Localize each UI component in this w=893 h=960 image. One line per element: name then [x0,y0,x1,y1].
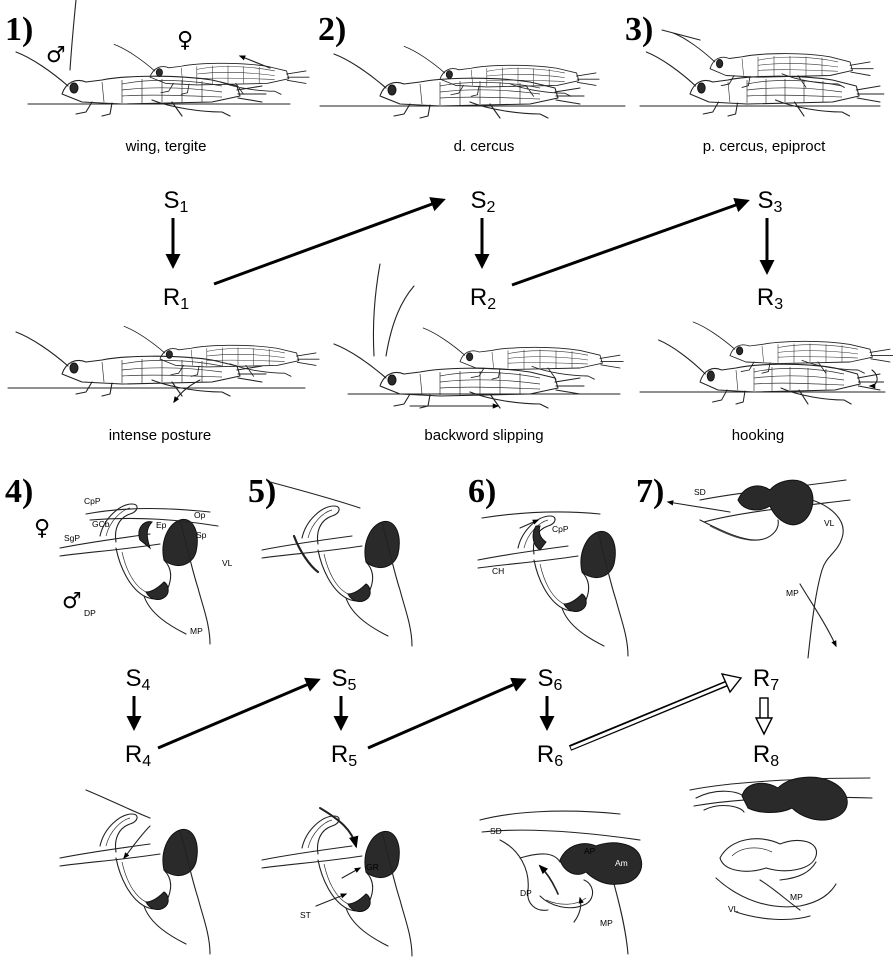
label-VL: VL [222,558,233,568]
node-R1: R1 [163,284,189,313]
node-R8: R8 [753,741,779,770]
label-GR: GR [366,862,379,872]
panel-number-5: 5) [248,473,276,510]
caption-d-cercus: d. cercus [454,138,515,155]
hollow-arrow-R7-R8 [756,698,772,734]
label-MP: MP [600,918,613,928]
label-Sp: Sp [196,530,207,540]
label-VL: VL [728,904,739,914]
label-SD: SD [490,826,502,836]
panel-5: 5) [248,473,412,646]
response-4 [60,790,210,954]
svg-text:R6: R6 [537,741,563,770]
caption-backword-slipping: backword slipping [424,427,543,444]
genitalia-illustration-r6 [480,811,642,954]
node-R4: R4 [125,741,151,770]
node-R6: R6 [537,741,563,770]
node-S2: S2 [471,187,496,216]
female-symbol: ♀ [177,28,193,53]
label-CH: CH [492,566,504,576]
label-SgP: SgP [64,533,80,543]
response-5: GR ST [262,808,412,956]
panel-2: 2) d. cercus [318,11,625,155]
node-S3: S3 [758,187,783,216]
response-1: intense posture [8,326,319,444]
label-MP: MP [190,626,203,636]
label-AP: AP [584,846,596,856]
arrow-R5-S6 [368,680,524,748]
response-3: hooking [640,322,893,444]
arrow-R2-S3 [512,201,747,285]
svg-text:S1: S1 [164,187,189,216]
panel-number-4: 4) [5,473,33,510]
caption-p-cercus-epiproct: p. cercus, epiproct [703,138,826,155]
label-Am: Am [615,858,628,868]
panel-7: 7) SD VL MP [636,473,850,658]
node-R7: R7 [753,665,779,694]
response-6: SD AP Am DP MP [480,811,642,954]
svg-text:R4: R4 [125,741,151,770]
genitalia-illustration-4 [60,504,218,644]
arrow-R1-S2 [214,200,443,284]
crickets-mating-illustration-2 [320,46,625,118]
svg-text:S2: S2 [471,187,496,216]
caption-wing-tergite: wing, tergite [125,138,207,155]
panel-3: 3) p. cercus, epiproct [625,11,884,155]
genitalia-illustration-5 [262,482,412,646]
node-R5: R5 [331,741,357,770]
svg-text:S5: S5 [332,665,357,694]
node-S1: S1 [164,187,189,216]
node-R3: R3 [757,284,783,313]
label-Ep: Ep [156,520,167,530]
svg-text:S4: S4 [126,665,151,694]
crickets-hooking-illustration [640,322,893,404]
label-VL: VL [824,518,835,528]
panel-number-3: 3) [625,11,653,48]
caption-intense-posture: intense posture [109,427,212,444]
label-CpP: CpP [84,496,101,506]
hollow-arrow-R6-R7 [570,674,741,748]
panel-1: 1) ♂ ♀ wing, tergite [5,0,309,155]
male-symbol: ♂ [46,43,66,68]
panel-number-2: 2) [318,11,346,48]
panel-4: 4) ♀ ♂ CpP Op GCb Ep SgP Sp VL DP MP [5,473,233,644]
label-SD: SD [694,487,706,497]
svg-text:R1: R1 [163,284,189,313]
female-symbol: ♀ [34,516,50,541]
label-DP: DP [84,608,96,618]
node-S4: S4 [126,665,151,694]
label-MP: MP [790,892,803,902]
arrow-R4-S5 [158,680,318,748]
genitalia-illustration-r5 [262,808,412,956]
crickets-mating-illustration-3 [640,30,884,116]
svg-text:R3: R3 [757,284,783,313]
label-Op: Op [194,510,206,520]
node-S6: S6 [538,665,563,694]
genitalia-illustration-7 [668,480,850,658]
svg-text:S3: S3 [758,187,783,216]
panel-number-1: 1) [5,11,33,48]
panel-6: 6) CpP CH [468,473,628,656]
svg-text:R8: R8 [753,741,779,770]
node-R2: R2 [470,284,496,313]
response-8: VL MP [690,777,872,919]
svg-text:S6: S6 [538,665,563,694]
label-GCb: GCb [92,519,110,529]
svg-text:R2: R2 [470,284,496,313]
caption-hooking: hooking [732,427,785,444]
label-ST: ST [300,910,311,920]
svg-text:R7: R7 [753,665,779,694]
svg-text:R5: R5 [331,741,357,770]
label-DP: DP [520,888,532,898]
male-symbol: ♂ [62,589,82,614]
label-MP: MP [786,588,799,598]
crickets-intense-posture-illustration [8,326,319,402]
label-CpP: CpP [552,524,569,534]
panel-number-7: 7) [636,473,664,510]
genitalia-illustration-r8-top [690,777,872,820]
panel-number-6: 6) [468,473,496,510]
genitalia-illustration-r4 [60,790,210,954]
node-S5: S5 [332,665,357,694]
